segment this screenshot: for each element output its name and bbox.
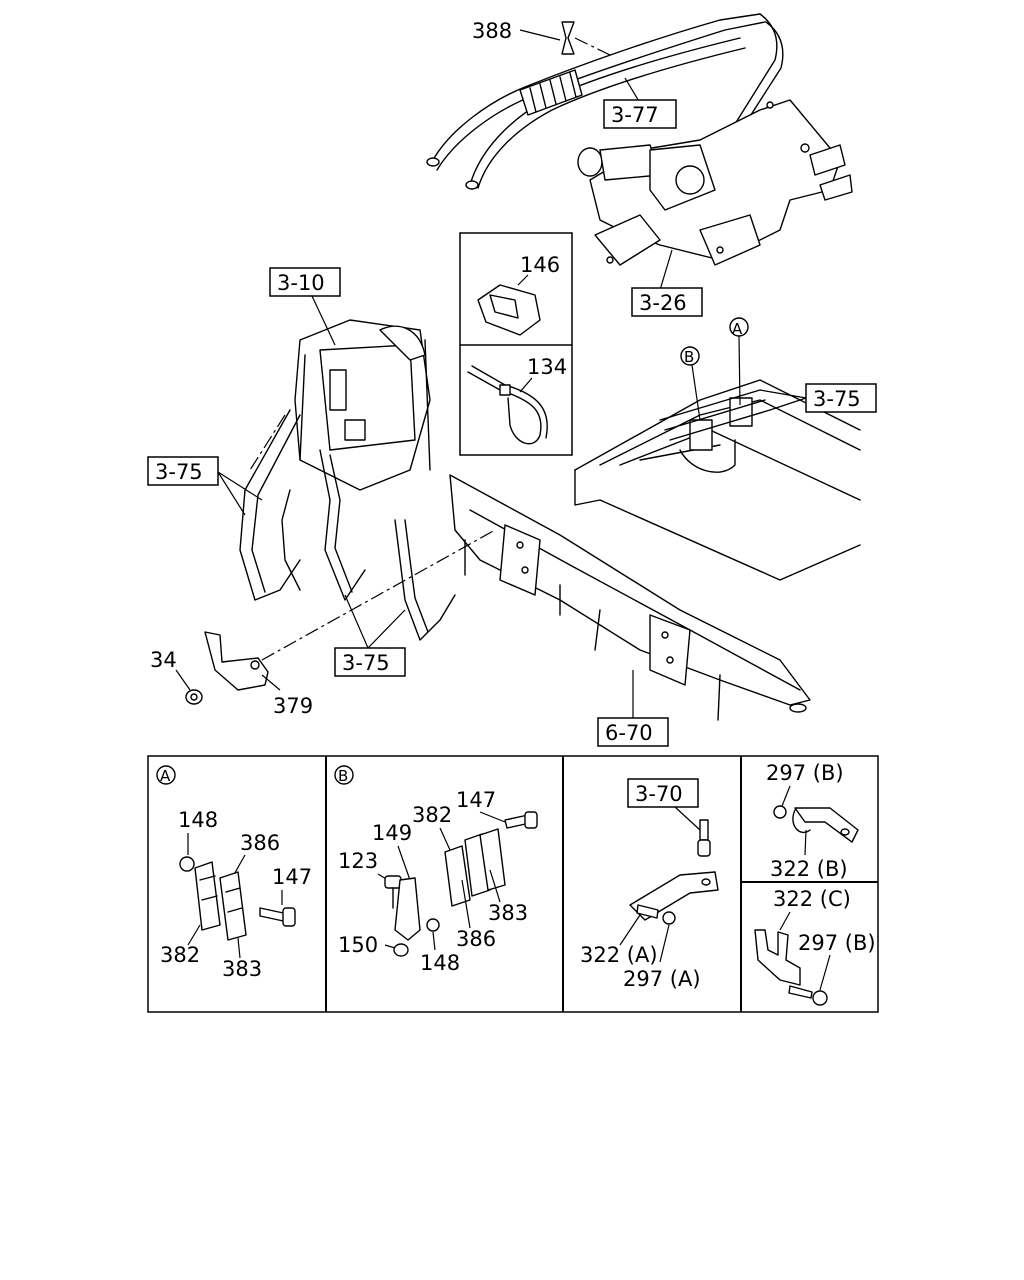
detail-c-label-297a: 297 (A) xyxy=(623,967,701,991)
ref-box-3-77[interactable] xyxy=(603,99,677,129)
ref-box-3-10[interactable] xyxy=(269,267,341,297)
ref-3-75-left[interactable]: 3-75 xyxy=(155,460,203,484)
detail-d-label-322b: 322 (B) xyxy=(770,857,848,881)
ref-3-75-bottom[interactable]: 3-75 xyxy=(342,651,390,675)
ref-6-70[interactable]: 6-70 xyxy=(605,721,653,745)
inset-clips: 146 134 xyxy=(459,232,573,456)
detail-e-label-297b: 297 (B) xyxy=(798,931,876,955)
detail-b-label-149: 149 xyxy=(372,821,412,845)
ref-3-77[interactable]: 3-77 xyxy=(611,103,659,127)
marker-a: A xyxy=(732,320,743,338)
detail-b-label-123: 123 xyxy=(338,849,378,873)
pedal-box xyxy=(294,319,431,491)
detail-b-label-147: 147 xyxy=(456,788,496,812)
label-146: 146 xyxy=(520,253,560,277)
detail-b-label-148: 148 xyxy=(420,951,460,975)
detail-a-label-383: 383 xyxy=(222,957,262,981)
cross-member xyxy=(449,474,811,721)
marker-b: B xyxy=(684,348,694,366)
ref-3-70[interactable]: 3-70 xyxy=(635,782,683,806)
bracket-assembly xyxy=(577,99,853,266)
clip-388 xyxy=(561,21,575,55)
detail-b-label-386: 386 xyxy=(456,927,496,951)
ref-box-3-75-left[interactable] xyxy=(147,456,219,486)
detail-a-marker: A xyxy=(160,767,171,785)
detail-a-label-386: 386 xyxy=(240,831,280,855)
detail-a-label-148: 148 xyxy=(178,808,218,832)
detail-e-label-322c: 322 (C) xyxy=(773,887,851,911)
marker-b-circle xyxy=(680,346,700,366)
ref-box-3-75-bottom[interactable] xyxy=(334,647,406,677)
ref-box-3-26[interactable] xyxy=(631,287,703,317)
hose-sleeve xyxy=(519,69,583,116)
detail-b-label-383: 383 xyxy=(488,901,528,925)
detail-b-label-382: 382 xyxy=(412,803,452,827)
detail-b-label-150: 150 xyxy=(338,933,378,957)
label-379: 379 xyxy=(273,694,313,718)
detail-d-label-297b: 297 (B) xyxy=(766,761,844,785)
ref-box-3-70[interactable] xyxy=(627,778,699,808)
nut-34 xyxy=(185,689,203,705)
brake-lines xyxy=(239,409,456,641)
ref-box-6-70[interactable] xyxy=(597,717,669,747)
label-134: 134 xyxy=(527,355,567,379)
detail-a-label-382: 382 xyxy=(160,943,200,967)
clamp-146 xyxy=(477,284,541,336)
detail-d: 297 (B) 322 (B) xyxy=(766,761,859,881)
detail-b-marker: B xyxy=(338,767,348,785)
ref-3-26[interactable]: 3-26 xyxy=(639,291,687,315)
hose-assembly xyxy=(426,13,784,190)
detail-panels xyxy=(147,755,879,1013)
bracket-379 xyxy=(204,631,269,691)
detail-c: 3-70 322 (A) 297 (A) xyxy=(580,778,719,991)
ref-3-75-right[interactable]: 3-75 xyxy=(813,387,861,411)
ref-3-10[interactable]: 3-10 xyxy=(277,271,325,295)
detail-a-label-147: 147 xyxy=(272,865,312,889)
cable-tie-134 xyxy=(467,365,548,445)
label-388: 388 xyxy=(472,19,512,43)
detail-b: B 147 382 149 123 383 386 150 148 xyxy=(334,765,538,975)
detail-c-label-322a: 322 (A) xyxy=(580,943,658,967)
ref-box-3-75-right[interactable] xyxy=(805,383,877,413)
label-34: 34 xyxy=(150,648,177,672)
detail-a: A 148 386 147 382 383 xyxy=(156,765,312,981)
detail-e: 322 (C) 297 (B) xyxy=(754,887,876,1006)
